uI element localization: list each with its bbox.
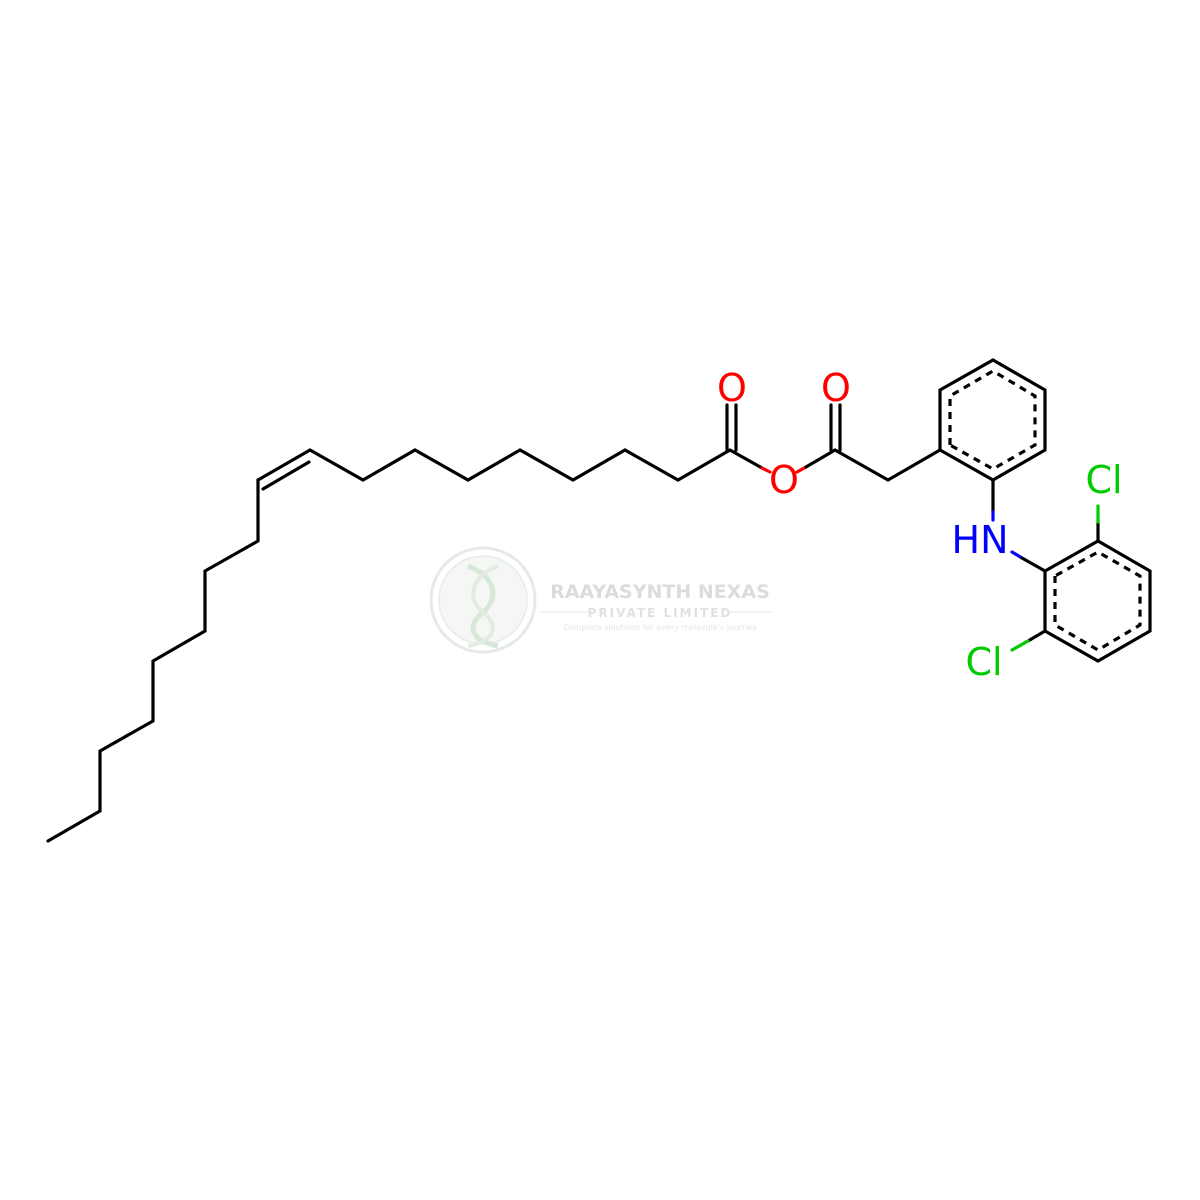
anhydride-group <box>725 403 942 482</box>
chlorine-label-top: Cl <box>1085 458 1122 502</box>
ester-oxygen-label: O <box>769 458 799 502</box>
phenyl-ring-lower <box>1010 504 1152 663</box>
cis-double-bond <box>256 448 312 482</box>
watermark: RAAYASYNTH NEXAS PRIVATE LIMITED Complet… <box>429 546 772 654</box>
phenyl-ring-upper <box>938 358 1047 522</box>
ring-2-aromatic <box>1053 550 1142 652</box>
watermark-logo-ring <box>429 546 537 654</box>
watermark-subtitle: PRIVATE LIMITED <box>588 606 733 620</box>
alkyl-chain <box>46 448 732 843</box>
ring-2-outline <box>1043 539 1152 663</box>
carbonyl-oxygen-label-2: O <box>821 366 851 410</box>
watermark-tagline: Complete solutions for every molecule's … <box>563 623 757 632</box>
watermark-company: RAAYASYNTH NEXAS <box>550 581 770 603</box>
ring-1-aromatic <box>948 369 1037 471</box>
chain-bonds-upper <box>308 448 732 482</box>
cis-double-bond-inner <box>261 460 311 491</box>
chain-bonds-lower <box>46 478 260 843</box>
chlorine-label-bottom: Cl <box>965 640 1002 684</box>
carbonyl-oxygen-label-1: O <box>717 366 747 410</box>
amine-nh-label: HN <box>952 518 1009 562</box>
watermark-logo-disc <box>438 555 528 645</box>
benzylic-bond <box>886 448 942 482</box>
ring-1-outline <box>938 358 1047 482</box>
